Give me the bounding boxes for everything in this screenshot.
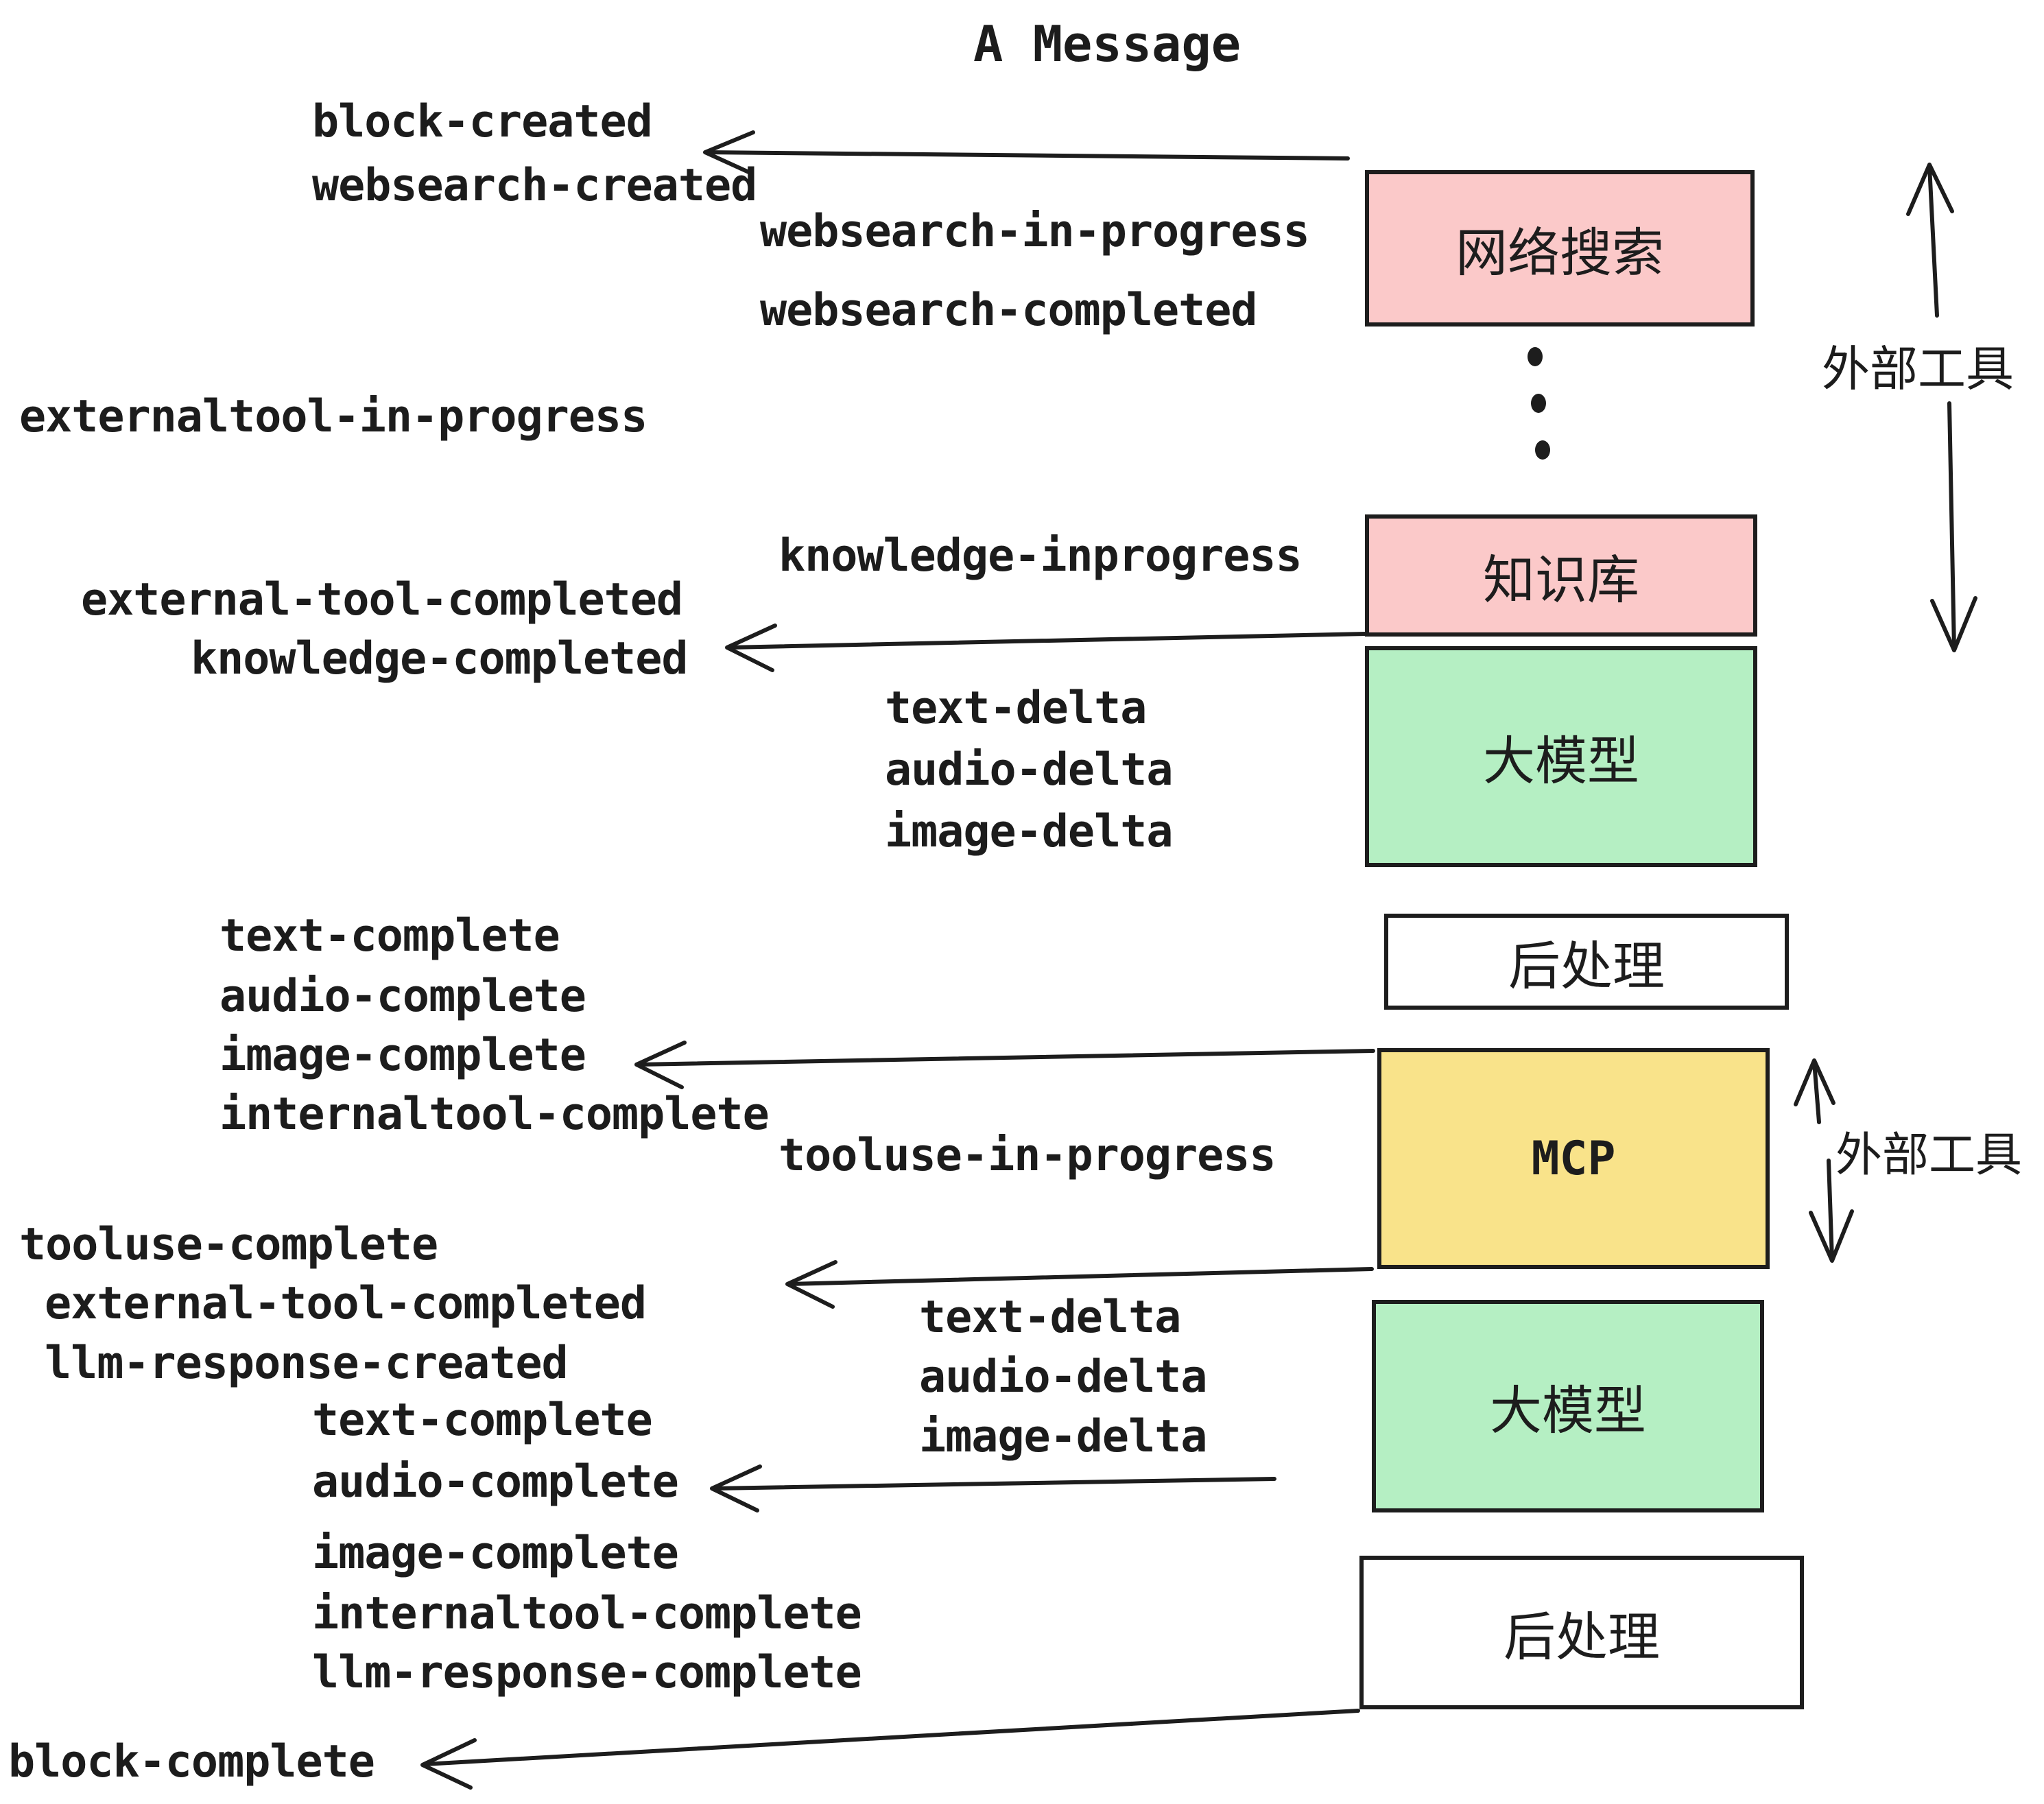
event-llm-response-created: llm-response-created — [45, 1338, 569, 1389]
arrow-tooluse-complete-icon — [785, 1260, 1374, 1309]
postprocess-box-2-label: 后处理 — [1504, 1609, 1660, 1667]
event-image-complete: image-complete — [219, 1030, 586, 1081]
event-internaltool-complete-2: internaltool-complete — [312, 1588, 862, 1639]
event-websearch-in-progress: websearch-in-progress — [760, 206, 1310, 257]
llm-box-2-label: 大模型 — [1490, 1382, 1646, 1440]
event-llm-response-complete: llm-response-complete — [312, 1647, 862, 1698]
arrow-block-created-icon — [703, 130, 1350, 176]
event-websearch-completed: websearch-completed — [760, 285, 1258, 336]
knowledge-box-label: 知识库 — [1483, 551, 1639, 610]
event-image-delta-2: image-delta — [919, 1411, 1207, 1462]
arrow-block-complete-icon — [420, 1709, 1360, 1790]
postprocess-box-1: 后处理 — [1384, 914, 1789, 1010]
event-tooluse-in-progress: tooluse-in-progress — [779, 1130, 1276, 1181]
event-text-delta: text-delta — [885, 683, 1147, 734]
event-image-complete-2: image-complete — [312, 1528, 679, 1579]
event-audio-delta-2: audio-delta — [919, 1351, 1207, 1403]
event-block-complete: block-complete — [8, 1736, 375, 1788]
event-text-complete-2: text-complete — [312, 1394, 653, 1446]
event-image-delta: image-delta — [885, 806, 1173, 857]
event-block-created: block-created — [312, 96, 653, 147]
arrow-image-complete-icon — [634, 1041, 1375, 1089]
arrow-knowledge-completed-icon — [725, 624, 1368, 672]
ellipsis-dots-icon — [1528, 347, 1550, 460]
event-audio-complete-2: audio-complete — [312, 1456, 679, 1508]
diagram-title: A Message — [973, 15, 1241, 73]
event-knowledge-inprogress: knowledge-inprogress — [779, 530, 1303, 582]
event-tooluse-complete: tooluse-complete — [19, 1219, 438, 1270]
event-websearch-created: websearch-created — [312, 160, 757, 211]
event-audio-complete: audio-complete — [219, 971, 586, 1022]
external-tools-down-arrow-icon — [1930, 401, 1977, 652]
llm-box-1: 大模型 — [1365, 646, 1757, 867]
llm-box-2: 大模型 — [1372, 1300, 1764, 1512]
mcp-external-tools-down-arrow-icon — [1809, 1159, 1854, 1263]
websearch-box: 网络搜索 — [1365, 170, 1755, 327]
event-audio-delta: audio-delta — [885, 744, 1173, 796]
event-text-complete: text-complete — [219, 910, 560, 962]
postprocess-box-2: 后处理 — [1359, 1556, 1804, 1709]
external-tools-up-arrow-icon — [1906, 163, 1954, 318]
mcp-external-tools-up-arrow-icon — [1794, 1058, 1835, 1124]
websearch-box-label: 网络搜索 — [1455, 224, 1664, 283]
external-tools-label-2: 外部工具 — [1835, 1129, 2023, 1181]
event-text-delta-2: text-delta — [919, 1292, 1181, 1343]
event-external-tool-completed: external-tool-completed — [81, 574, 683, 626]
mcp-box: MCP — [1377, 1048, 1770, 1269]
mcp-box-label: MCP — [1531, 1131, 1616, 1186]
external-tools-label-1: 外部工具 — [1822, 342, 2014, 396]
event-external-tool-completed-2: external-tool-completed — [45, 1278, 647, 1329]
arrow-audio-complete-icon — [710, 1464, 1276, 1512]
event-internaltool-complete: internaltool-complete — [219, 1089, 770, 1140]
event-externaltool-in-progress: externaltool-in-progress — [19, 391, 647, 442]
postprocess-box-1-label: 后处理 — [1508, 938, 1665, 996]
event-knowledge-completed: knowledge-completed — [191, 633, 689, 685]
llm-box-1-label: 大模型 — [1483, 733, 1639, 791]
knowledge-box: 知识库 — [1365, 514, 1757, 637]
